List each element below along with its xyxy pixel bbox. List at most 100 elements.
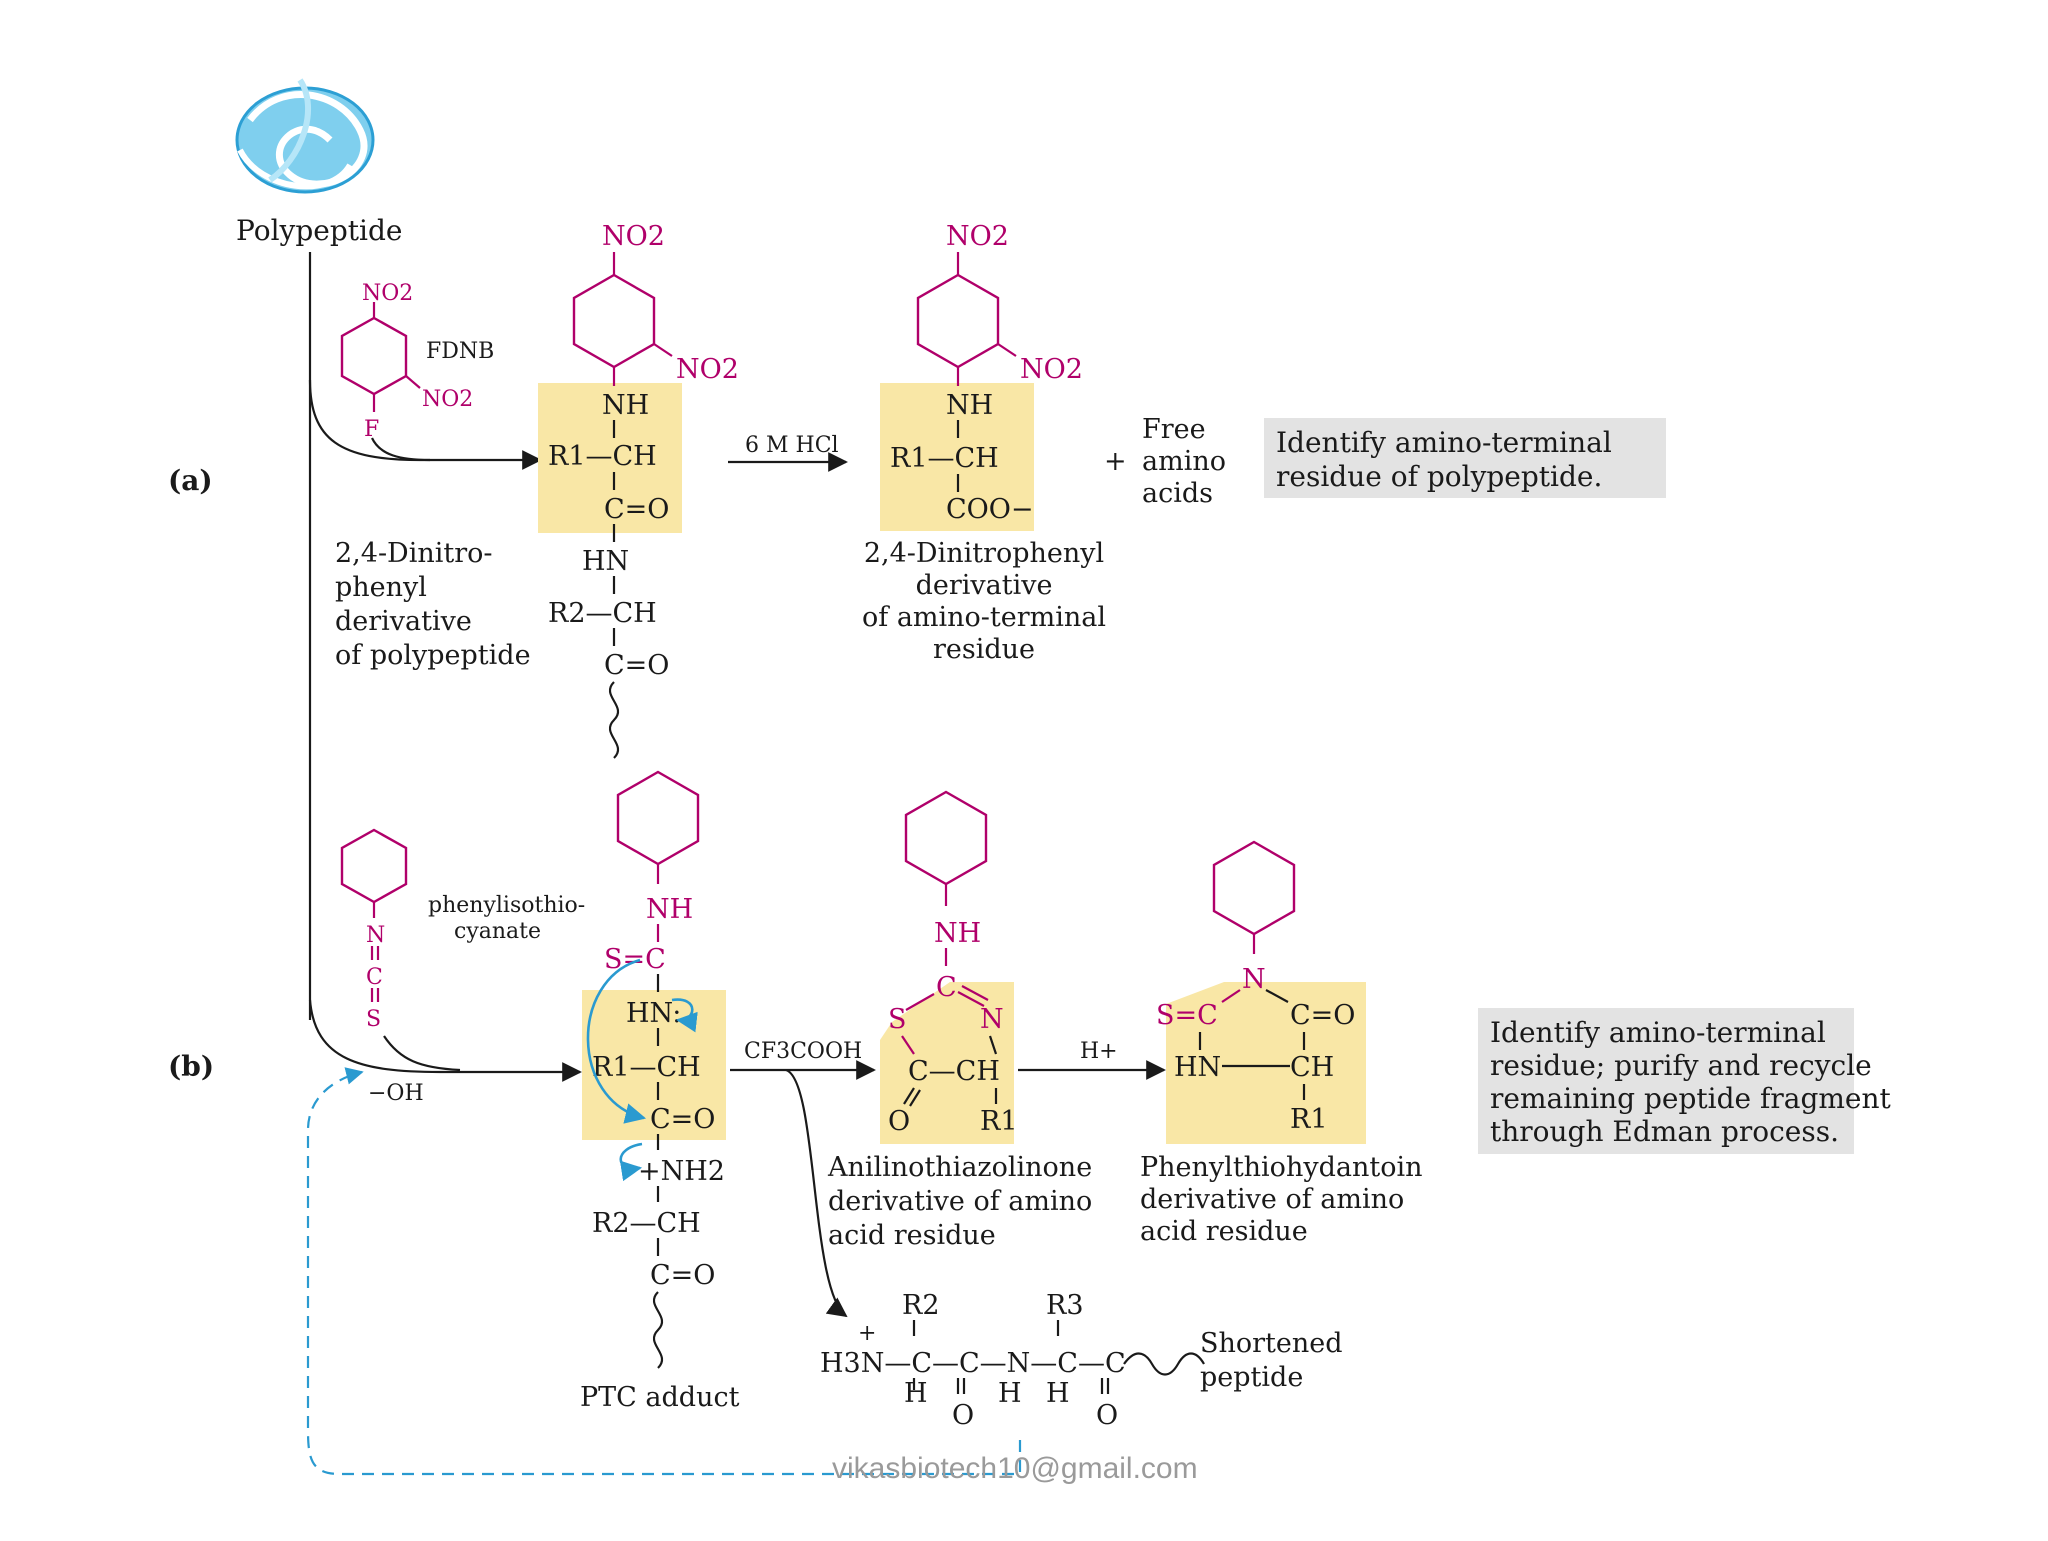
peptide-h3: H: [1046, 1378, 1070, 1409]
fdnb-nitro-top: NO2: [362, 281, 413, 306]
dnp-poly-caption-4: of polypeptide: [335, 640, 531, 671]
atz-structure: NH C N S C—CH O R1: [880, 790, 1018, 1144]
phenylisothiocyanate-structure: N C S: [340, 828, 461, 1072]
dnp-residue-structure: NO2 NO2 NH R1—CH COO−: [880, 221, 1083, 531]
dnp-poly-nitro-top: NO2: [602, 221, 665, 252]
atz-highlight: [880, 982, 1014, 1144]
dnp-res-caption-3: of amino-terminal: [862, 602, 1106, 633]
pitc-n: N: [366, 923, 385, 948]
peptide-main: H3N—C—C—N—C—C: [820, 1348, 1126, 1379]
panel-a-note-1: Identify amino-terminal: [1276, 426, 1612, 459]
curly-arrow-3: [619, 1142, 643, 1182]
dnp-polypeptide-highlight: [538, 383, 682, 533]
dnp-res-caption-4: residue: [933, 634, 1035, 665]
watermark: vikasbiotech10@gmail.com: [832, 1452, 1198, 1485]
panel-a-note-2: residue of polypeptide.: [1276, 460, 1602, 493]
dnp-polypeptide-structure: NO2 NO2 NH R1—CH C=O HN R2—CH C=O: [538, 221, 739, 759]
branch-b-arrow: [308, 999, 582, 1082]
dnp-res-caption-1: 2,4-Dinitrophenyl: [864, 538, 1104, 569]
pth-ch: CH: [1290, 1052, 1334, 1083]
atz-nh: NH: [934, 918, 981, 949]
dnp-residue-highlight: [880, 383, 1034, 531]
peptide-h1: H: [904, 1378, 928, 1409]
dnp-poly-r2: R2—CH: [548, 598, 657, 629]
ptc-r2: R2—CH: [592, 1208, 701, 1239]
atz-o: O: [888, 1106, 910, 1137]
dnp-poly-co: C=O: [604, 494, 669, 525]
dnp-res-nitro-ortho: NO2: [1020, 354, 1083, 385]
shortened-peptide-structure: + R2 R3 H3N—C—C—N—C—C H O H H O: [820, 1290, 1205, 1431]
pth-caption-3: acid residue: [1140, 1216, 1308, 1247]
peptide-r3: R3: [1046, 1290, 1084, 1321]
pth-co: C=O: [1290, 1000, 1355, 1031]
polypeptide-label: Polypeptide: [236, 214, 402, 247]
acid-condition: CF3COOH: [744, 1039, 862, 1064]
dnp-res-nh: NH: [946, 390, 993, 421]
pth-caption-1: Phenylthiohydantoin: [1140, 1152, 1423, 1183]
pth-structure: N S=C C=O HN CH R1: [1156, 840, 1366, 1144]
plus-sign: +: [1104, 446, 1127, 477]
ptc-highlight: [582, 990, 726, 1140]
pth-caption: Phenylthiohydantoin derivative of amino …: [1140, 1152, 1423, 1247]
dnp-poly-hn: HN: [582, 546, 629, 577]
panel-b-note-3: remaining peptide fragment: [1490, 1082, 1892, 1115]
atz-s: S: [888, 1004, 907, 1035]
fdnb-structure: NO2 NO2 F: [340, 281, 473, 462]
curly-arrow-1: [671, 998, 698, 1033]
atz-caption-2: derivative of amino: [828, 1186, 1092, 1217]
panel-b-label: (b): [168, 1050, 214, 1083]
ptc-caption: PTC adduct: [580, 1382, 740, 1413]
dnp-poly-caption-3: derivative: [335, 606, 472, 637]
ptc-r1: R1—CH: [592, 1052, 701, 1083]
fdnb-nitro-ortho: NO2: [422, 387, 473, 412]
atz-caption-1: Anilinothiazolinone: [827, 1152, 1092, 1183]
atz-caption-3: acid residue: [828, 1220, 996, 1251]
dnp-poly-nitro-ortho: NO2: [676, 354, 739, 385]
free-amino-acids-2: amino: [1142, 446, 1226, 477]
recycle-dashed-arrow: [306, 1067, 1022, 1476]
peptide-r2: R2: [902, 1290, 940, 1321]
dnp-poly-caption-1: 2,4-Dinitro-: [335, 538, 493, 569]
atz-r1: R1: [980, 1106, 1018, 1137]
dnp-res-r1: R1—CH: [890, 443, 999, 474]
shortened-peptide-caption-1: Shortened: [1200, 1328, 1343, 1359]
atz-caption: Anilinothiazolinone derivative of amino …: [827, 1152, 1092, 1251]
peptide-release-arrow: [785, 1068, 848, 1318]
pth-sc: S=C: [1156, 1000, 1218, 1031]
pth-n: N: [1242, 964, 1266, 995]
panel-b-note: Identify amino-terminal residue; purify …: [1478, 1008, 1892, 1154]
panel-a-label: (a): [168, 464, 213, 497]
curly-arrow-2: [586, 958, 647, 1124]
dnp-polypeptide-caption: 2,4-Dinitro- phenyl derivative of polype…: [335, 538, 531, 671]
ptc-nh2: +NH2: [638, 1156, 725, 1187]
atz-cch: C—CH: [908, 1056, 1000, 1087]
pitc-c: C: [366, 965, 383, 990]
dnp-res-coo: COO−: [946, 494, 1034, 525]
shortened-peptide-caption-2: peptide: [1200, 1362, 1303, 1393]
free-amino-acids-3: acids: [1142, 478, 1213, 509]
branch-a-arrow: [308, 379, 542, 470]
ptc-sc: S=C: [604, 944, 666, 975]
panel-b-note-4: through Edman process.: [1490, 1115, 1839, 1148]
ptc-hn: HN:: [626, 998, 681, 1029]
peptide-h2: H: [998, 1378, 1022, 1409]
dnp-residue-caption: 2,4-Dinitrophenyl derivative of amino-te…: [862, 538, 1106, 665]
ptc-nh: NH: [646, 894, 693, 925]
atz-c: C: [936, 972, 957, 1003]
dnp-poly-caption-2: phenyl: [335, 572, 427, 603]
panel-b-note-2: residue; purify and recycle: [1490, 1049, 1872, 1082]
pitc-s: S: [366, 1007, 381, 1032]
hydroxide: −OH: [368, 1081, 424, 1106]
polypeptide-icon: [235, 78, 375, 194]
dnp-poly-r1: R1—CH: [548, 441, 657, 472]
pitc-label-1: phenylisothio-: [428, 893, 585, 918]
peptide-o2: O: [1096, 1400, 1118, 1431]
panel-b-note-1: Identify amino-terminal: [1490, 1016, 1826, 1049]
pth-caption-2: derivative of amino: [1140, 1184, 1404, 1215]
hydrolysis-condition: 6 M HCl: [745, 433, 839, 458]
peptide-o1: O: [952, 1400, 974, 1431]
pitc-label-2: cyanate: [454, 919, 541, 944]
panel-b-note-box: [1478, 1008, 1854, 1154]
h-plus: H+: [1080, 1039, 1118, 1064]
